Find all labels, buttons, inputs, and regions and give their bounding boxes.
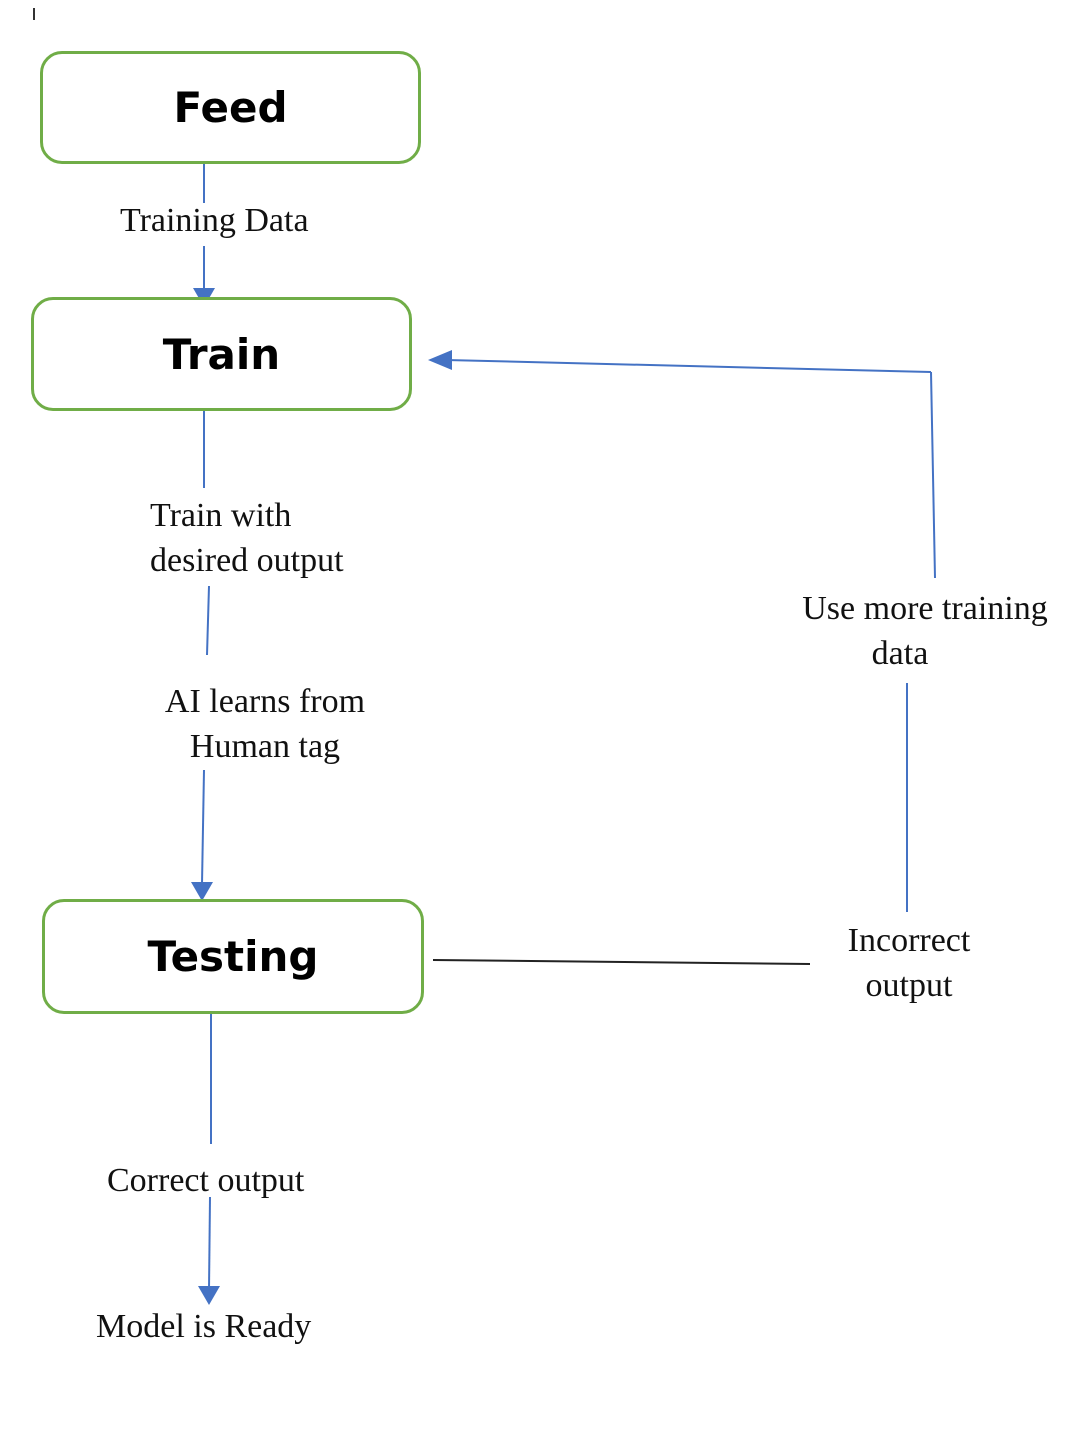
node-train: Train [31, 297, 412, 411]
node-feed: Feed [40, 51, 421, 164]
cursor-mark [33, 8, 35, 20]
node-train-label: Train [162, 329, 281, 379]
label-correct-output: Correct output [107, 1162, 305, 1199]
label-use-more-line2: data [871, 635, 929, 672]
label-use-more-training: Use more training data [770, 586, 1080, 676]
label-training-data: Training Data [120, 202, 309, 239]
arrow-feedback-to-train [445, 359, 932, 373]
label-use-more-line1: Use more training [802, 590, 1048, 627]
node-testing-label: Testing [147, 932, 319, 981]
label-incorrect-output: Incorrect output [826, 918, 992, 1008]
label-train-with-line1: Train with [150, 497, 292, 534]
label-train-with-line2: desired output [150, 542, 344, 579]
connector-testing-to-incorrect [432, 959, 811, 965]
node-feed-label: Feed [173, 83, 288, 132]
node-testing: Testing [42, 899, 424, 1014]
arrowhead-into-testing [191, 882, 213, 901]
label-ai-learns-line1: AI learns from [164, 683, 366, 720]
connector-mid-1 [206, 585, 210, 656]
arrowhead-into-train-feedback [428, 350, 452, 370]
label-ai-learns: AI learns from Human tag [138, 679, 392, 769]
label-incorrect-line1: Incorrect [847, 922, 971, 959]
arrow-to-model-ready [208, 1196, 211, 1291]
arrowhead-into-model-ready [198, 1286, 220, 1305]
label-train-with: Train with desired output [150, 493, 344, 583]
label-model-ready: Model is Ready [96, 1308, 312, 1345]
label-ai-learns-line2: Human tag [189, 728, 341, 765]
connector-feedback-up [930, 371, 936, 579]
label-incorrect-line2: output [865, 967, 953, 1004]
arrow-to-testing [201, 769, 205, 885]
